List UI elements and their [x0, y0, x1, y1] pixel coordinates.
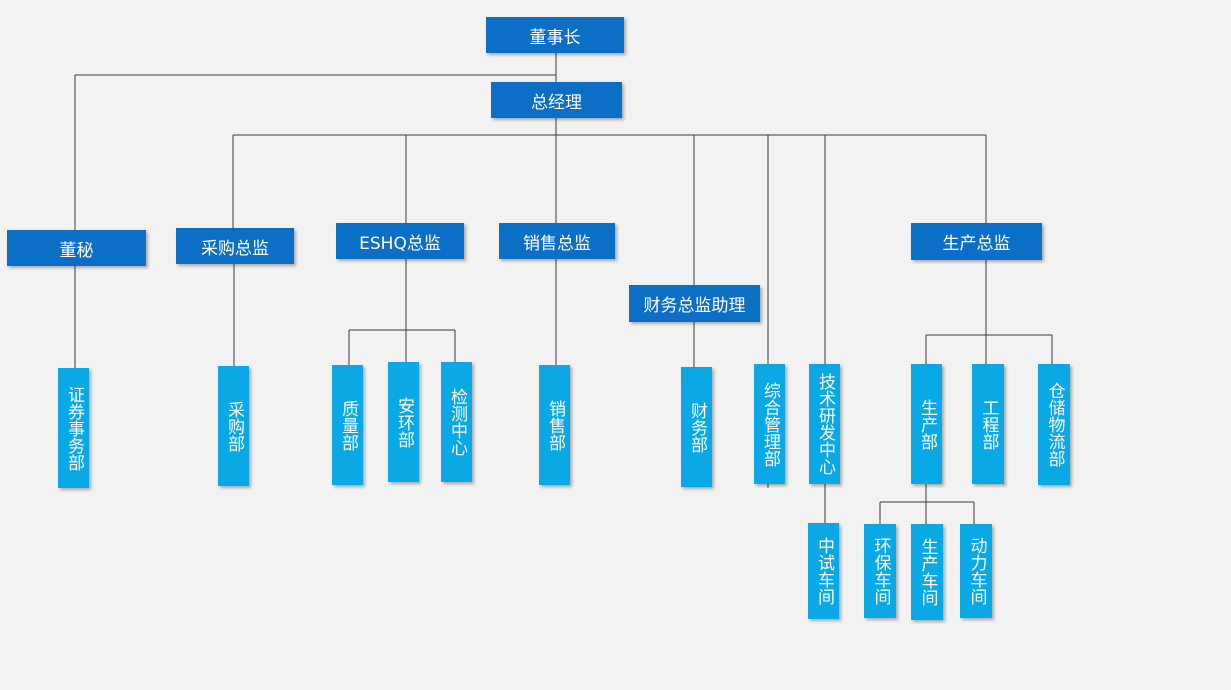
sales-director-box: 销售总监 [499, 223, 615, 259]
chairman-box: 董事长 [486, 17, 624, 53]
quality-dept-box: 质量部 [332, 365, 363, 485]
testing-center-box: 检测中心 [441, 362, 472, 482]
purchasing-dept-box: 采购部 [218, 366, 249, 486]
env-protection-workshop-box: 环保车间 [864, 524, 896, 618]
production-dept-box: 生产部 [911, 364, 942, 484]
securities-affairs-dept-box: 证券事务部 [58, 368, 89, 488]
general-admin-dept-box: 综合管理部 [754, 364, 785, 484]
finance-director-assistant-box: 财务总监助理 [629, 285, 760, 322]
warehouse-logistics-dept-box: 仓储物流部 [1038, 364, 1070, 485]
pilot-workshop-box: 中试车间 [808, 523, 839, 619]
sales-dept-box: 销售部 [539, 365, 570, 485]
production-director-box: 生产总监 [911, 223, 1042, 260]
power-workshop-box: 动力车间 [960, 524, 992, 618]
engineering-dept-box: 工程部 [972, 364, 1004, 484]
purchasing-director-box: 采购总监 [176, 228, 294, 264]
safety-env-dept-box: 安环部 [388, 362, 419, 482]
finance-dept-box: 财务部 [681, 367, 712, 487]
general-manager-box: 总经理 [491, 82, 622, 118]
production-workshop-box: 生产车间 [911, 524, 943, 620]
board-secretary-box: 董秘 [7, 230, 146, 266]
eshq-director-box: ESHQ总监 [336, 223, 464, 259]
tech-rd-center-box: 技术研发中心 [809, 364, 840, 484]
